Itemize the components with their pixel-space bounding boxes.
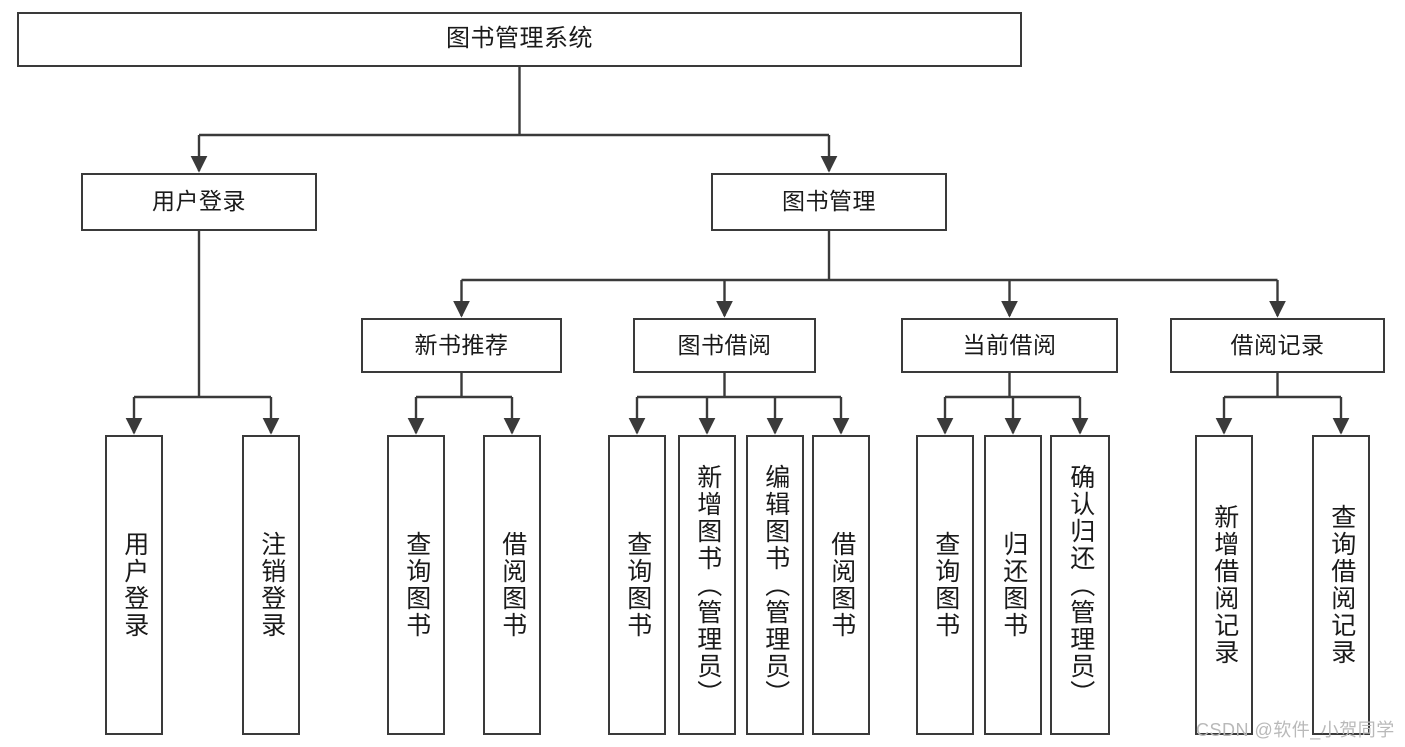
- node-label: 归还图书: [999, 531, 1028, 639]
- node-c-query[interactable]: 查询图书: [916, 435, 974, 735]
- node-n-borrow[interactable]: 借阅图书: [483, 435, 541, 735]
- node-l-login[interactable]: 用户登录: [105, 435, 163, 735]
- node-bookmgmt[interactable]: 图书管理: [711, 173, 947, 231]
- node-c-confirm[interactable]: 确认归还（管理员）: [1050, 435, 1110, 735]
- node-b-edit[interactable]: 编辑图书（管理员）: [746, 435, 804, 735]
- node-newrec[interactable]: 新书推荐: [361, 318, 562, 373]
- node-label: 借阅图书: [827, 531, 856, 639]
- node-label: 查询图书: [623, 531, 652, 639]
- node-n-query[interactable]: 查询图书: [387, 435, 445, 735]
- node-label: 新增借阅记录: [1210, 504, 1239, 666]
- node-label: 注销登录: [257, 531, 286, 639]
- node-b-query[interactable]: 查询图书: [608, 435, 666, 735]
- node-b-add[interactable]: 新增图书（管理员）: [678, 435, 736, 735]
- node-c-return[interactable]: 归还图书: [984, 435, 1042, 735]
- node-label: 查询借阅记录: [1327, 504, 1356, 666]
- node-label: 图书管理系统: [446, 25, 593, 53]
- node-label: 确认归还（管理员）: [1066, 463, 1095, 707]
- node-label: 查询图书: [931, 531, 960, 639]
- node-label: 借阅记录: [1230, 331, 1325, 358]
- node-label: 用户登录: [120, 531, 149, 639]
- node-borrow[interactable]: 图书借阅: [633, 318, 816, 373]
- node-login[interactable]: 用户登录: [81, 173, 317, 231]
- node-r-add[interactable]: 新增借阅记录: [1195, 435, 1253, 735]
- node-label: 当前借阅: [962, 331, 1057, 358]
- node-r-query[interactable]: 查询借阅记录: [1312, 435, 1370, 735]
- node-root[interactable]: 图书管理系统: [17, 12, 1022, 67]
- node-label: 用户登录: [152, 188, 246, 215]
- node-label: 编辑图书（管理员）: [761, 463, 790, 707]
- node-l-logout[interactable]: 注销登录: [242, 435, 300, 735]
- node-b-borrow[interactable]: 借阅图书: [812, 435, 870, 735]
- node-current[interactable]: 当前借阅: [901, 318, 1118, 373]
- node-label: 图书管理: [782, 188, 876, 215]
- node-label: 查询图书: [402, 531, 431, 639]
- node-label: 新增图书（管理员）: [693, 463, 722, 707]
- node-label: 图书借阅: [677, 331, 772, 358]
- node-records[interactable]: 借阅记录: [1170, 318, 1385, 373]
- node-label: 新书推荐: [414, 331, 509, 358]
- node-label: 借阅图书: [498, 531, 527, 639]
